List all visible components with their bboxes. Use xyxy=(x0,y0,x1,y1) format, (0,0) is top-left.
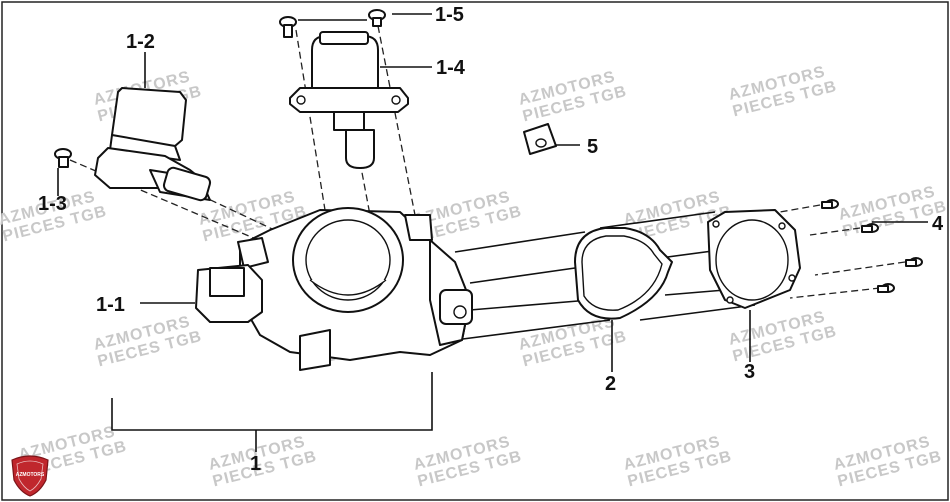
screw-1-3 xyxy=(54,148,72,168)
watermark: AZMOTORS PIECES TGB xyxy=(832,433,944,490)
throttle-position-sensor xyxy=(94,87,212,202)
callout-1-1: 1-1 xyxy=(96,294,125,316)
callout-leaders xyxy=(57,13,928,452)
screw-4 xyxy=(877,283,895,293)
callout-1-3: 1-3 xyxy=(38,193,67,215)
assembly-guide-lines xyxy=(454,211,756,341)
screw-4 xyxy=(905,257,923,267)
callout-2: 2 xyxy=(605,373,616,395)
watermark: AZMOTORS PIECES TGB xyxy=(92,313,204,370)
callout-3: 3 xyxy=(744,361,755,383)
bracket-1 xyxy=(111,372,433,431)
screw-1-5-left xyxy=(279,16,297,38)
watermark: AZMOTORS PIECES TGB xyxy=(207,433,319,490)
watermark: AZMOTORS PIECES TGB xyxy=(727,63,839,120)
watermark: AZMOTORS PIECES TGB xyxy=(412,433,524,490)
callout-1: 1 xyxy=(250,453,261,475)
screw-1-5-right xyxy=(368,9,386,27)
watermark: AZMOTORS PIECES TGB xyxy=(622,433,734,490)
part-5-cap xyxy=(523,123,557,155)
logo-text: AZMOTORS xyxy=(16,472,45,478)
callout-labels: 1-5 1-4 1-2 1-3 1-1 5 4 2 3 1 xyxy=(38,4,944,475)
watermark: AZMOTORS PIECES TGB xyxy=(517,68,629,125)
callout-5: 5 xyxy=(587,136,598,158)
screw-4 xyxy=(861,223,879,233)
callout-1-5: 1-5 xyxy=(435,4,464,26)
gasket xyxy=(574,227,673,320)
screw-4 xyxy=(821,199,839,209)
flange xyxy=(707,209,801,309)
watermark: AZMOTORS PIECES TGB xyxy=(727,308,839,365)
callout-1-4: 1-4 xyxy=(436,57,466,79)
throttle-body xyxy=(195,207,473,371)
callout-4: 4 xyxy=(932,213,944,235)
callout-1-2: 1-2 xyxy=(126,31,155,53)
screws-4 xyxy=(821,199,923,293)
azmotors-logo: AZMOTORS xyxy=(11,455,49,497)
idle-air-valve xyxy=(289,31,409,169)
